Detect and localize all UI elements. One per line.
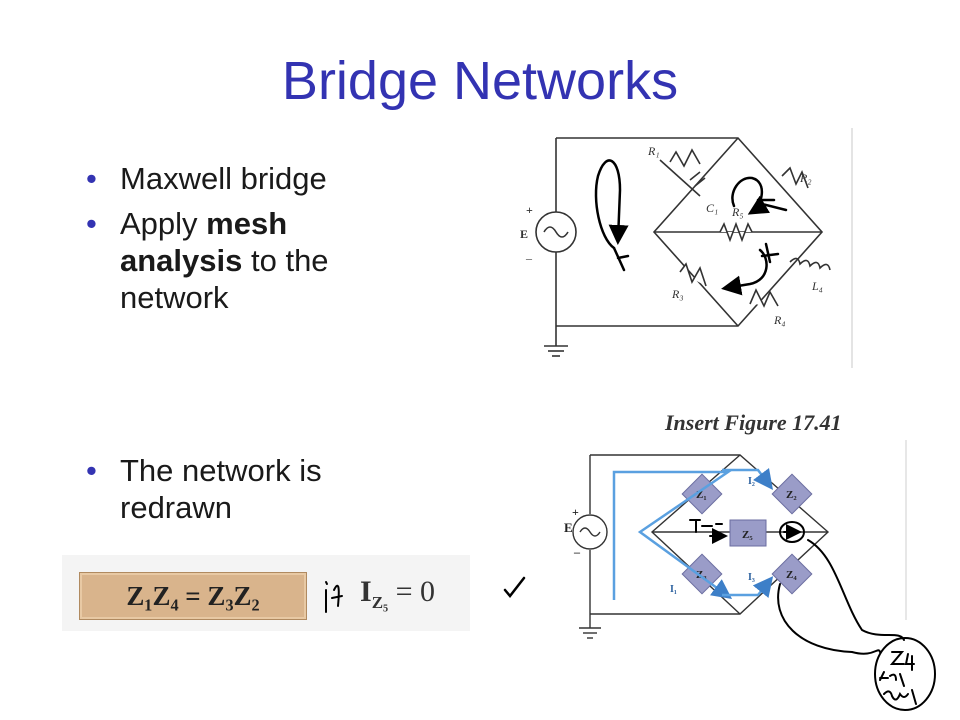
svg-text:+: + xyxy=(526,203,533,217)
bullet-text-bold: mesh analysis xyxy=(120,206,288,278)
ac-source-icon xyxy=(535,211,577,253)
bullet-text-post: to the network xyxy=(120,243,329,315)
capacitor-c1-icon xyxy=(689,171,701,181)
ac-source-icon xyxy=(572,514,608,550)
svg-text:Z₂: Z₂ xyxy=(786,489,797,501)
svg-text:Z₁: Z₁ xyxy=(696,489,707,501)
svg-text:–: – xyxy=(573,545,581,559)
maxwell-bridge-circuit xyxy=(535,128,853,368)
bullet-list: • Maxwell bridge • Apply mesh analysis t… xyxy=(86,160,386,324)
balance-equation: Z₁Z₄ = Z₃Z₂ xyxy=(79,572,307,620)
svg-text:I₁: I₁ xyxy=(670,584,677,595)
impedance-z5-icon xyxy=(729,519,767,547)
handwritten-annotations-bottom xyxy=(325,519,936,711)
label-c1: C₁ xyxy=(706,201,718,215)
resistor-r3-icon xyxy=(679,262,707,287)
svg-text:I₃: I₃ xyxy=(748,572,755,583)
impedance-z4-icon xyxy=(771,553,813,595)
label-r1: R₁ xyxy=(647,144,660,158)
impedance-z2-icon xyxy=(771,473,813,515)
label-r5: R₅ xyxy=(731,205,744,219)
svg-text:I₂: I₂ xyxy=(748,476,755,487)
resistor-r2-icon xyxy=(781,166,809,189)
mesh-loop-arrows xyxy=(612,468,774,600)
handwritten-annotations-top xyxy=(503,159,788,598)
bullet-text: Maxwell bridge xyxy=(120,161,327,196)
svg-text:Z₄: Z₄ xyxy=(786,569,797,581)
label-l4: L₄ xyxy=(811,279,823,293)
svg-text:–: – xyxy=(525,251,533,265)
svg-text:+: + xyxy=(572,505,579,519)
condition-equation: IZ₅ = 0 xyxy=(360,575,436,612)
label-r2: R₂ xyxy=(799,171,812,185)
bullet-text: The network is redrawn xyxy=(120,453,322,525)
resistor-r4-icon xyxy=(749,288,779,308)
bullet-mesh: • Apply mesh analysis to the network xyxy=(86,205,386,316)
source-label: E xyxy=(564,520,573,535)
label-r4: R₄ xyxy=(773,313,786,327)
label-r3: R₃ xyxy=(671,287,684,301)
slide-title: Bridge Networks xyxy=(281,51,679,111)
bullet-text-pre: Apply xyxy=(120,206,207,241)
bullet-dot-icon: • xyxy=(86,161,97,196)
svg-text:Z₃: Z₃ xyxy=(696,569,707,581)
inductor-l4-icon xyxy=(789,257,831,271)
bullet-dot-icon: • xyxy=(86,206,97,241)
figure-caption: Insert Figure 17.41 xyxy=(665,410,842,435)
bullet-dot-icon: • xyxy=(86,453,97,488)
bullet-redrawn: • The network is redrawn xyxy=(86,452,386,534)
source-label: E xyxy=(520,227,528,241)
svg-text:Z₅: Z₅ xyxy=(742,529,753,541)
resistor-r1-icon xyxy=(669,148,701,168)
resistor-r5-icon xyxy=(719,221,753,243)
bullet-maxwell: • Maxwell bridge xyxy=(86,160,386,197)
